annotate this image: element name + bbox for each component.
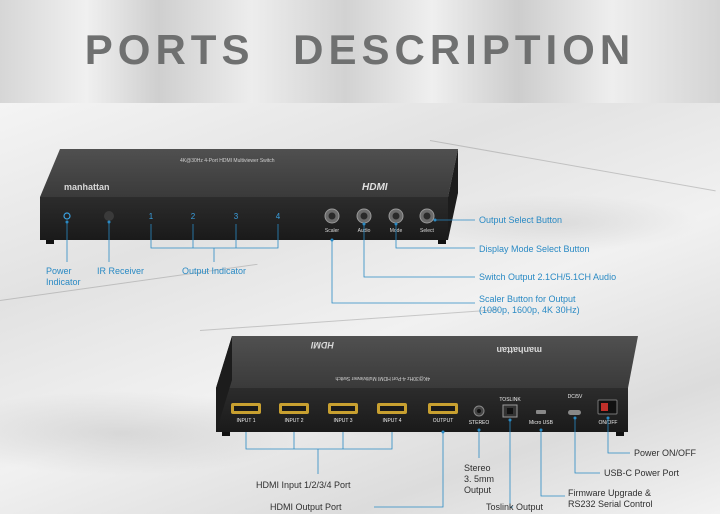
display-mode-label: Display Mode Select Button: [479, 244, 590, 254]
firmware-upgrade-label: Firmware Upgrade & RS232 Serial Control: [568, 488, 653, 509]
back-device-top: [216, 336, 638, 388]
hdmi-input-2-port[interactable]: [279, 403, 309, 414]
page-title: PORTS DESCRIPTION: [84, 26, 636, 73]
mode-button[interactable]: [388, 208, 404, 224]
front-device: 4K@30Hz 4-Port HDMI Multiviewer Switch m…: [40, 149, 458, 244]
front-model-text: 4K@30Hz 4-Port HDMI Multiviewer Switch: [180, 158, 275, 164]
toslink-output-label: Toslink Output: [486, 502, 544, 512]
hdmi-input-3-port[interactable]: [328, 403, 358, 414]
ir-receiver-window: [104, 211, 114, 221]
indicator-1: 1: [149, 212, 154, 221]
input-4-label: INPUT 4: [382, 418, 401, 424]
back-model-text: 4K@30Hz 4-Port HDMI Multiviewer Switch: [335, 375, 430, 381]
front-leader-lines: [66, 219, 475, 304]
output-label: OUTPUT: [433, 418, 454, 424]
power-indicator-led: [63, 212, 71, 220]
micro-usb-port[interactable]: [536, 410, 546, 414]
toslink-label: TOSLINK: [499, 397, 521, 403]
front-device-side: [448, 149, 458, 240]
micro-usb-label: Micro USB: [529, 420, 554, 426]
select-button-label: Select: [420, 228, 435, 234]
back-hdmi-logo: HDMI: [311, 340, 334, 350]
audio-button[interactable]: [356, 208, 372, 224]
front-device-top: [40, 149, 458, 197]
ir-receiver-label: IR Receiver: [97, 266, 145, 276]
select-button[interactable]: [419, 208, 435, 224]
hdmi-input-1-port[interactable]: [231, 403, 261, 414]
usb-c-power-port[interactable]: [568, 410, 581, 415]
input-1-label: INPUT 1: [236, 418, 255, 424]
indicator-4: 4: [276, 212, 281, 221]
front-panel: [40, 197, 448, 240]
usb-c-power-label: USB-C Power Port: [604, 468, 680, 478]
hdmi-output-port[interactable]: [428, 403, 458, 414]
power-switch[interactable]: [597, 399, 618, 415]
switch-audio-label: Switch Output 2.1CH/5.1CH Audio: [479, 272, 617, 282]
header-banner: [0, 0, 720, 103]
stereo-label: STEREO: [469, 420, 490, 426]
scaler-button-label: Scaler: [325, 228, 340, 234]
hdmi-input-ports-label: HDMI Input 1/2/3/4 Port: [256, 480, 351, 490]
back-brand-logo: manhattan: [496, 345, 542, 355]
input-3-label: INPUT 3: [333, 418, 352, 424]
toslink-port[interactable]: [502, 404, 518, 418]
hdmi-input-4-port[interactable]: [377, 403, 407, 414]
power-onoff-label: Power ON/OFF: [634, 448, 697, 458]
output-select-button-label: Output Select Button: [479, 215, 563, 225]
dc-label: DC/5V: [568, 394, 583, 400]
back-panel: [216, 388, 628, 432]
back-device: HDMI manhattan 4K@30Hz 4-Port HDMI Multi…: [216, 336, 638, 436]
scaler-button[interactable]: [324, 208, 340, 224]
front-hdmi-logo: HDMI: [362, 182, 388, 193]
power-indicator-label: Power Indicator: [46, 266, 81, 287]
stereo-jack[interactable]: [473, 405, 485, 417]
back-leader-lines: [245, 418, 630, 508]
stereo-output-label: Stereo 3. 5mm Output: [464, 463, 495, 495]
scaler-output-label: Scaler Button for Output (1080p, 1600p, …: [479, 294, 580, 315]
indicator-2: 2: [191, 212, 196, 221]
indicator-3: 3: [234, 212, 239, 221]
output-indicator-label: Output Indicator: [182, 266, 247, 276]
input-2-label: INPUT 2: [284, 418, 303, 424]
hdmi-output-port-label: HDMI Output Port: [270, 502, 342, 512]
front-brand-logo: manhattan: [64, 182, 110, 192]
